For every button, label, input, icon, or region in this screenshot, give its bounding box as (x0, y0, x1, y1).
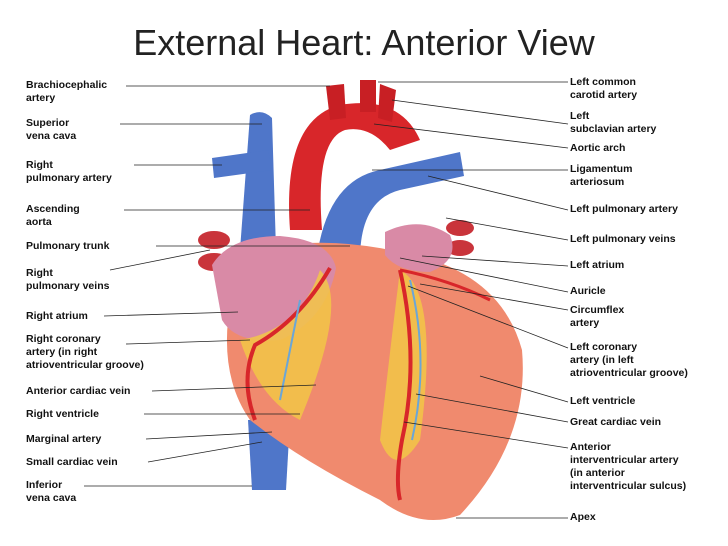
coronary-fat-shape (240, 270, 332, 420)
label-brachiocephalic-artery: Brachiocephalic artery (26, 79, 108, 104)
anterior-interventricular-artery-shape (395, 269, 413, 501)
label-right-pulmonary-veins: Right pulmonary veins (26, 267, 110, 292)
label-left-pulmonary-veins: Left pulmonary veins (570, 233, 676, 245)
interventricular-fat-shape (380, 270, 427, 460)
right-pulmonary-vein-shape (198, 231, 230, 249)
leader-lines-right (372, 81, 569, 519)
anterior-cardiac-vein-shape (279, 299, 301, 401)
label-left-common-carotid-artery: Left common carotid artery (570, 76, 638, 101)
label-ligamentum-arteriosum: Ligamentum arteriosum (570, 163, 633, 188)
label-right-ventricle: Right ventricle (26, 408, 99, 420)
ligamentum-arteriosum-shape (366, 153, 380, 170)
label-left-subclavian-artery: Left subclavian artery (570, 110, 657, 135)
label-auricle: Auricle (570, 285, 606, 297)
label-inferior-vena-cava: Inferior vena cava (26, 479, 77, 504)
left-pulmonary-vein-shape (446, 240, 474, 256)
great-cardiac-vein-shape (409, 279, 422, 441)
label-anterior-interventricular-artery: Anterior interventricular artery (in ant… (570, 441, 687, 492)
label-right-pulmonary-artery: Right pulmonary artery (26, 159, 112, 184)
label-superior-vena-cava: Superior vena cava (26, 117, 77, 142)
circumflex-artery-shape (399, 268, 491, 302)
brachiocephalic-shape (326, 84, 346, 120)
label-aortic-arch: Aortic arch (570, 142, 626, 154)
leader-lines-left (84, 85, 350, 487)
left-subclavian-shape (378, 84, 396, 122)
right-pulmonary-artery-shape (212, 150, 272, 178)
auricle-shape (385, 224, 453, 272)
label-right-coronary-artery: Right coronary artery (in right atrioven… (26, 333, 144, 371)
label-ascending-aorta: Ascending aorta (26, 203, 80, 228)
label-circumflex-artery: Circumflex artery (570, 304, 625, 329)
right-coronary-artery-shape (245, 267, 332, 421)
label-small-cardiac-vein: Small cardiac vein (26, 456, 118, 468)
label-pulmonary-trunk: Pulmonary trunk (26, 240, 110, 252)
label-apex: Apex (570, 511, 596, 523)
left-common-carotid-shape (360, 80, 376, 112)
aortic-arch-shape (289, 103, 420, 230)
page-title: External Heart: Anterior View (133, 22, 595, 63)
label-left-ventricle: Left ventricle (570, 395, 636, 407)
label-right-atrium: Right atrium (26, 310, 88, 322)
label-left-atrium: Left atrium (570, 259, 625, 271)
label-left-pulmonary-artery: Left pulmonary artery (570, 203, 678, 215)
pulmonary-trunk-shape (318, 152, 464, 260)
label-anterior-cardiac-vein: Anterior cardiac vein (26, 385, 131, 397)
superior-vena-cava-shape (240, 112, 276, 250)
label-marginal-artery: Marginal artery (26, 433, 102, 445)
label-left-coronary-artery: Left coronary artery (in left atrioventr… (570, 341, 688, 379)
label-great-cardiac-vein: Great cardiac vein (570, 416, 662, 428)
left-pulmonary-vein-shape (446, 220, 474, 236)
